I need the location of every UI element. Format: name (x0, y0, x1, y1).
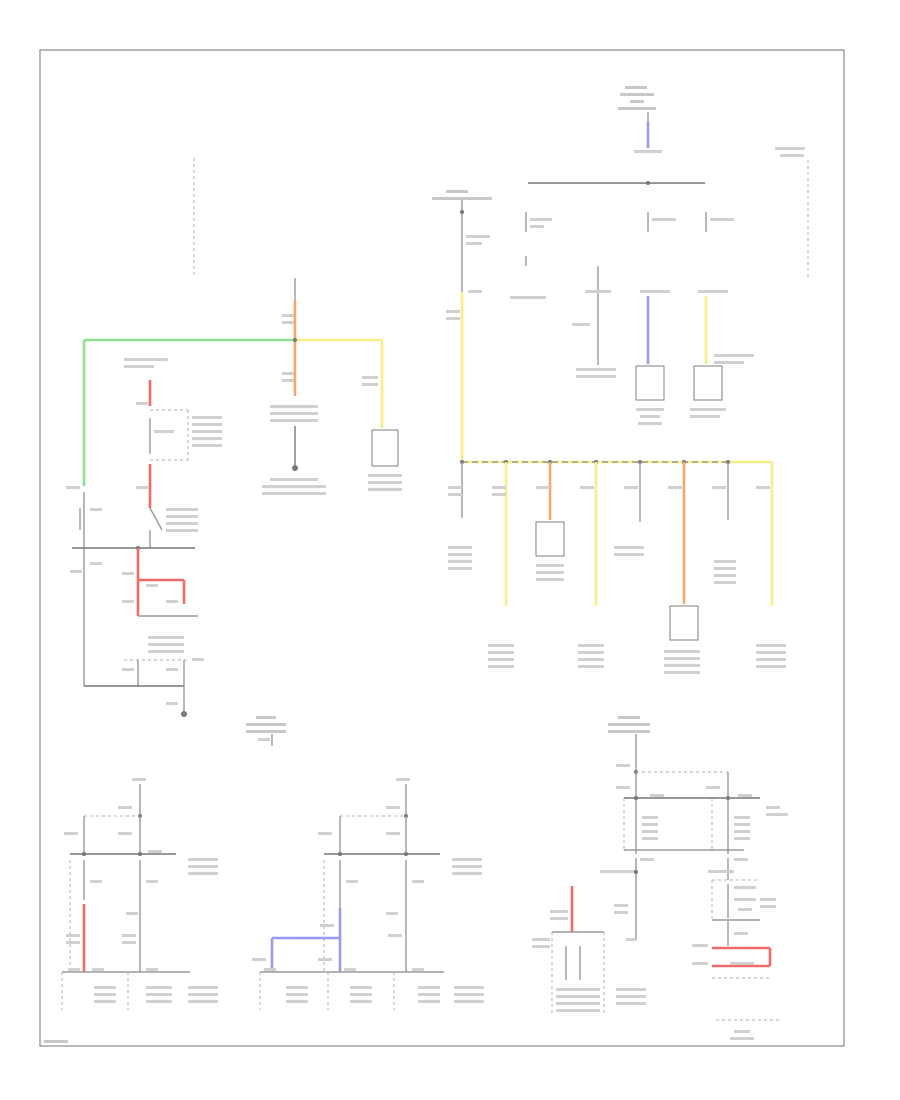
load-box-1 (371, 429, 399, 467)
load-box-2 (635, 365, 665, 401)
relay-block-left (70, 358, 222, 717)
source-top-right (528, 86, 809, 280)
junction-connector-top (432, 190, 492, 293)
load-box-4 (535, 521, 565, 557)
load-box-3 (693, 365, 723, 401)
yellow-bus-taps (448, 460, 786, 674)
load-box-5 (669, 605, 699, 641)
footer-mark (44, 1040, 68, 1043)
bottom-left-group (61, 716, 484, 1010)
left-middle-section (66, 278, 402, 686)
source-label (618, 86, 656, 110)
fuse-taps-top (510, 212, 734, 299)
load-column-1 (572, 266, 616, 378)
load-column-2 (635, 290, 670, 425)
load-column-3 (690, 290, 754, 418)
bottom-right-group (532, 716, 788, 1040)
diagram-border (39, 49, 845, 1047)
